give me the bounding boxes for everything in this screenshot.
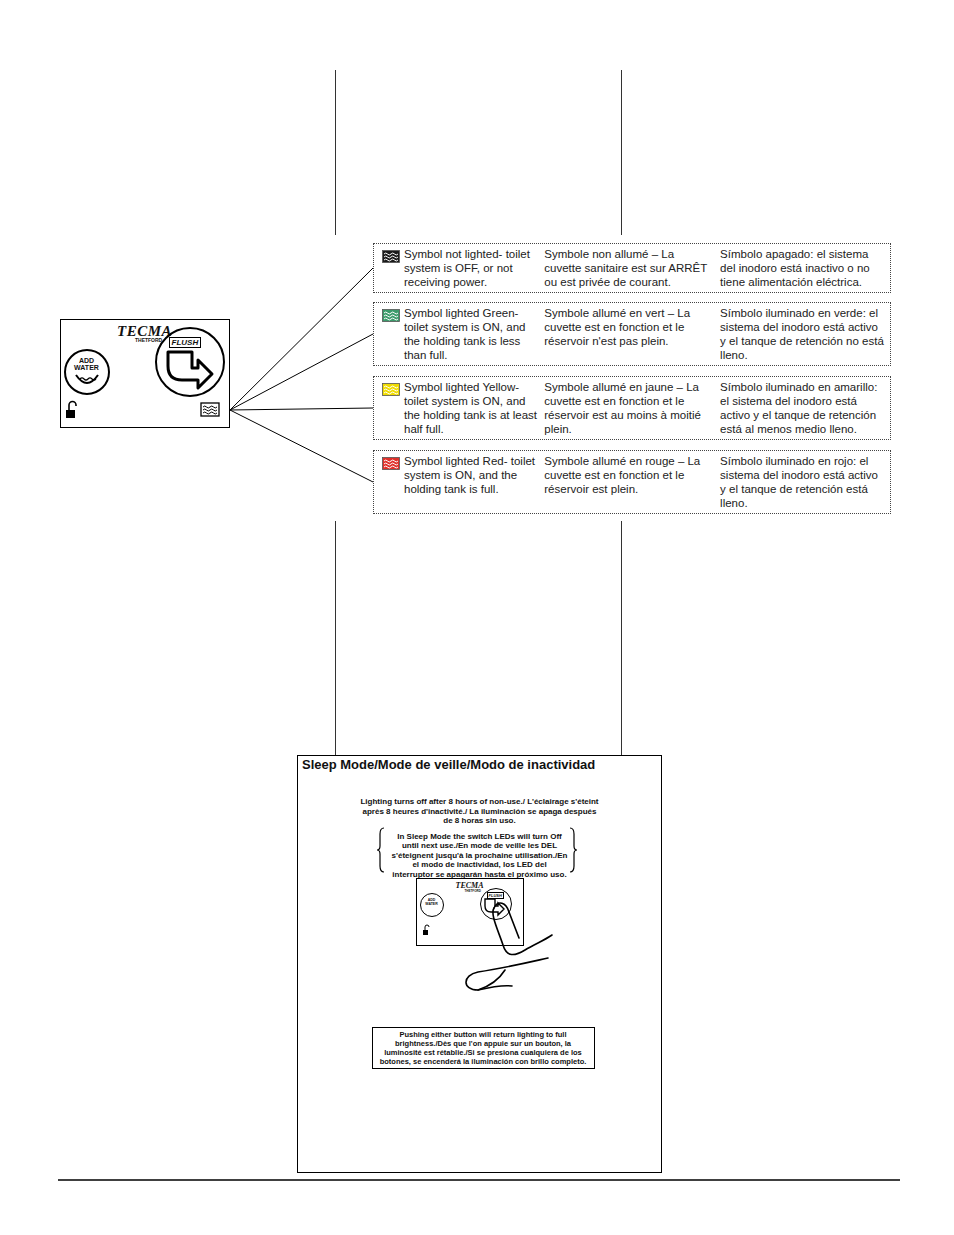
label-text: Symbole non allumé – La cuvette sanitair… — [544, 247, 714, 289]
label-text: THETFORD — [135, 337, 162, 343]
label-text: Symbol lighted Green- toilet system is O… — [404, 306, 538, 362]
control-panel: TECMATHETFORD ADD WATER FLUSH — [60, 319, 230, 428]
leader-line — [230, 408, 373, 410]
label-text: Symbol lighted Red- toilet system is ON,… — [404, 454, 538, 496]
label-text: TECMA — [117, 324, 172, 339]
leader-line — [230, 410, 373, 482]
button-circle: ADD WATER — [64, 349, 110, 395]
caption-box: Pushing either button will return lighti… — [372, 1027, 595, 1069]
label-text: THETFORD — [465, 890, 481, 894]
lock-icon — [423, 925, 429, 935]
label-text: Símbolo apagado: el sistema del inodoro … — [720, 247, 886, 289]
label-text: TECMA — [456, 882, 484, 890]
label-text: ADD WATER — [425, 898, 439, 906]
label-text: Lighting turns off after 8 hours of non-… — [357, 797, 602, 826]
button-circle: FLUSH — [155, 327, 225, 397]
tank-symbol-swatch — [382, 383, 400, 396]
legend-row: Symbol lighted Yellow- toilet system is … — [373, 376, 891, 440]
label-text: Pushing either button will return lighti… — [377, 1030, 590, 1066]
leader-line — [230, 334, 373, 410]
legend-row: Symbol lighted Red- toilet system is ON,… — [373, 450, 891, 514]
label-text: FLUSH — [169, 337, 202, 348]
button-circle: FLUSH — [480, 888, 512, 920]
label-text: Símbolo iluminado en rojo: el sistema de… — [720, 454, 886, 510]
sleep-mode-panel: Sleep Mode/Mode de veille/Modo de inacti… — [297, 755, 662, 1173]
tank-symbol-swatch — [382, 250, 400, 263]
page-rule — [58, 1179, 900, 1181]
label-text: Symbol not lighted- toilet system is OFF… — [404, 247, 538, 289]
label-text: Símbolo iluminado en amarillo: el sistem… — [720, 380, 886, 436]
bowl-icon — [76, 375, 98, 383]
label-text: Symbole allumé en vert – La cuvette est … — [544, 306, 714, 348]
leader-line — [230, 268, 373, 410]
hand-drawing — [466, 903, 552, 990]
mini-control-panel: TECMATHETFORD ADD WATER FLUSH — [416, 878, 524, 946]
label-text: Sleep Mode/Mode de veille/Modo de inacti… — [302, 757, 661, 773]
label-text: ADD WATER — [73, 357, 101, 372]
label-text: Symbole allumé en jaune – La cuvette est… — [544, 380, 714, 436]
label-text: FLUSH — [487, 892, 504, 899]
button-circle: ADD WATER — [420, 893, 444, 917]
legend-row: Symbol lighted Green- toilet system is O… — [373, 302, 891, 366]
legend-row: Symbol not lighted- toilet system is OFF… — [373, 243, 891, 293]
tank-symbol-swatch — [382, 309, 400, 322]
label-text: Símbolo iluminado en verde: el sistema d… — [720, 306, 886, 362]
lock-icon — [66, 402, 76, 418]
label-text: Symbole allumé en rouge – La cuvette est… — [544, 454, 714, 496]
label-text: In Sleep Mode the switch LEDs will turn … — [392, 832, 568, 880]
label-text: Symbol lighted Yellow- toilet system is … — [404, 380, 538, 436]
tank-symbol — [201, 403, 219, 416]
tank-symbol-swatch — [382, 457, 400, 470]
flush-arrow — [168, 352, 212, 388]
